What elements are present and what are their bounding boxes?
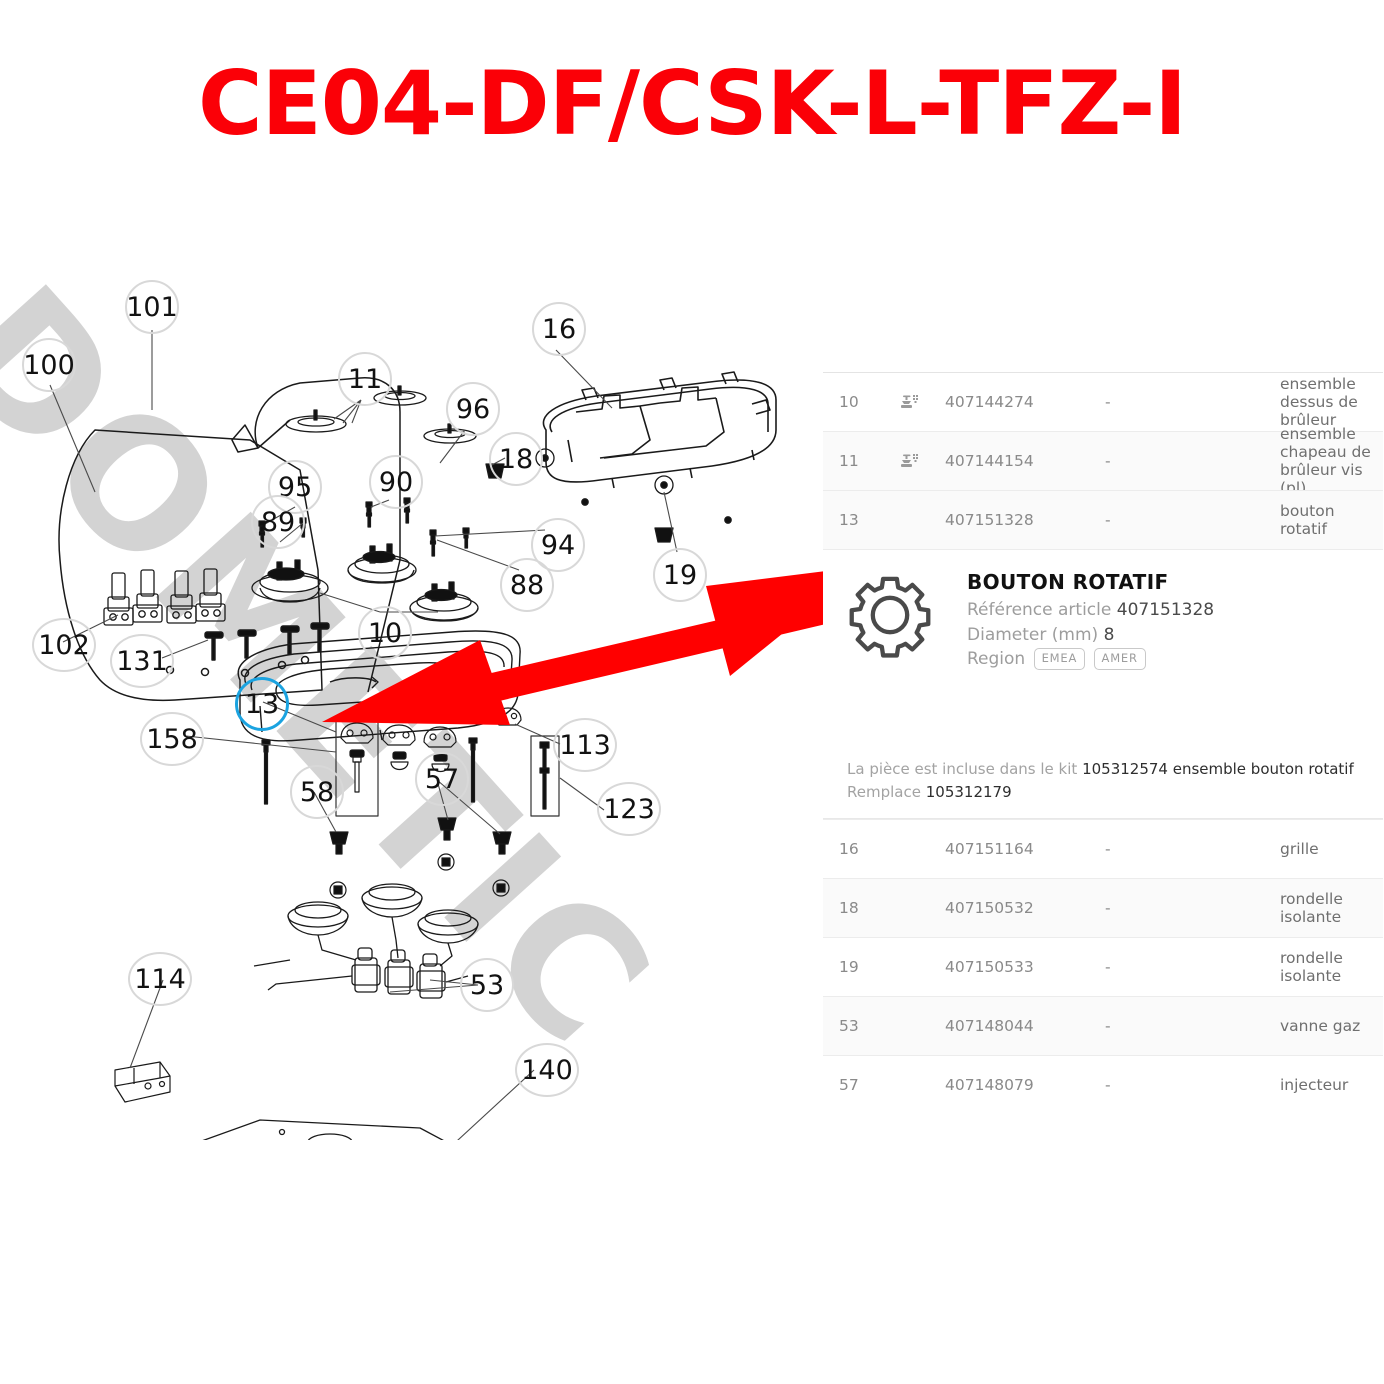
callout-18[interactable]: 18 [489,432,543,486]
exploded-parts-diagram: 100 101 11 16 96 18 95 90 89 94 88 19 10… [0,240,820,1140]
detail-diameter-value: 8 [1103,624,1115,645]
callout-131[interactable]: 131 [110,634,174,688]
callout-100[interactable]: 100 [22,338,76,392]
replaces-value: 105312179 [925,782,1012,801]
row-description: injecteur [1280,1076,1349,1094]
replaces-label: Remplace [847,782,921,801]
row-description: vanne gaz [1280,1017,1361,1035]
table-row[interactable]: 11 407144154 - ensemble chapeau de brûle… [823,425,1383,497]
row-dash: - [1105,1017,1111,1035]
row-reference: 407144274 [945,393,1034,411]
callout-53[interactable]: 53 [460,958,514,1012]
region-badge-amer[interactable]: AMER [1093,648,1146,670]
callout-19[interactable]: 19 [653,548,707,602]
part-detail-panel: BOUTON ROTATIF Référence article 4071513… [823,549,1383,819]
callout-114[interactable]: 114 [128,952,192,1006]
callout-96[interactable]: 96 [446,382,500,436]
callout-57[interactable]: 57 [415,752,469,806]
callout-58[interactable]: 58 [290,765,344,819]
row-dash: - [1105,840,1111,858]
row-reference: 407151328 [945,511,1034,529]
burner-icon [899,452,945,470]
detail-region-label: Region [967,649,1026,670]
row-position: 53 [839,1017,859,1035]
callout-102[interactable]: 102 [32,618,96,672]
table-row[interactable]: 53 407148044 - vanne gaz [823,996,1383,1055]
callout-94[interactable]: 94 [531,518,585,572]
callout-101[interactable]: 101 [125,280,179,334]
callout-88[interactable]: 88 [500,558,554,612]
row-dash: - [1105,958,1111,976]
table-row[interactable]: 57 407148079 - injecteur [823,1055,1383,1114]
row-position: 18 [839,899,859,917]
gear-icon-glyph [849,576,931,658]
burner-icon-glyph [901,454,918,467]
burner-icon [899,393,945,411]
row-reference: 407148079 [945,1076,1034,1094]
callout-11[interactable]: 11 [338,352,392,406]
row-description: rondelle isolante [1280,949,1343,985]
row-position: 13 [839,511,859,529]
row-reference: 407148044 [945,1017,1034,1035]
detail-reference-line: Référence article 407151328 [967,598,1214,623]
row-description: grille [1280,840,1319,858]
diagram-artwork [49,330,777,1140]
row-position: 57 [839,1076,859,1094]
table-row[interactable]: 19 407150533 - rondelle isolante [823,937,1383,996]
row-position: 10 [839,393,859,411]
row-dash: - [1105,1076,1111,1094]
detail-reference-label: Référence article [967,600,1112,620]
kit-value: 105312574 ensemble bouton rotatif [1082,759,1354,778]
page-title: CE04-DF/CSK-L-TFZ-I [198,52,1187,155]
callout-13-selected[interactable]: 13 [235,677,289,731]
callout-16[interactable]: 16 [532,302,586,356]
row-dash: - [1105,393,1111,411]
row-description: ensemble chapeau de brûleur vis (pl) [1280,425,1371,497]
table-row-selected[interactable]: 13 407151328 - bouton rotatif [823,490,1383,549]
row-dash: - [1105,452,1111,470]
row-description: ensemble dessus de brûleur [1280,375,1358,429]
kit-label: La pièce est incluse dans le kit [847,759,1078,778]
table-row[interactable]: 18 407150532 - rondelle isolante [823,878,1383,937]
row-description: rondelle isolante [1280,890,1343,926]
row-reference: 407150533 [945,958,1034,976]
row-description: bouton rotatif [1280,502,1335,538]
row-position: 11 [839,452,859,470]
detail-title: BOUTON ROTATIF [967,570,1169,594]
callout-123[interactable]: 123 [597,782,661,836]
parts-table: 10 407144274 - ensemble dessus de brûleu… [823,372,1383,1114]
kit-note: La pièce est incluse dans le kit 1053125… [847,758,1354,781]
callout-140[interactable]: 140 [515,1043,579,1097]
gear-icon [847,568,967,663]
detail-region-line: Region EMEA AMER [967,647,1214,672]
burner-icon-glyph [901,395,918,408]
region-badge-emea[interactable]: EMEA [1033,648,1086,670]
detail-reference-value: 407151328 [1116,600,1215,620]
row-reference: 407150532 [945,899,1034,917]
row-dash: - [1105,899,1111,917]
row-position: 19 [839,958,859,976]
callout-90[interactable]: 90 [369,455,423,509]
table-row[interactable]: 10 407144274 - ensemble dessus de brûleu… [823,372,1383,431]
detail-footnotes: La pièce est incluse dans le kit 1053125… [847,758,1354,805]
callout-158[interactable]: 158 [140,712,204,766]
detail-diameter-line: Diameter (mm) 8 [967,623,1214,648]
callout-113[interactable]: 113 [553,718,617,772]
row-reference: 407151164 [945,840,1034,858]
replaces-note: Remplace 105312179 [847,781,1354,804]
callout-10[interactable]: 10 [358,606,412,660]
row-reference: 407144154 [945,452,1034,470]
row-dash: - [1105,511,1111,529]
row-position: 16 [839,840,859,858]
detail-diameter-label: Diameter (mm) [967,624,1099,645]
callout-89[interactable]: 89 [251,495,305,549]
table-row[interactable]: 16 407151164 - grille [823,819,1383,878]
